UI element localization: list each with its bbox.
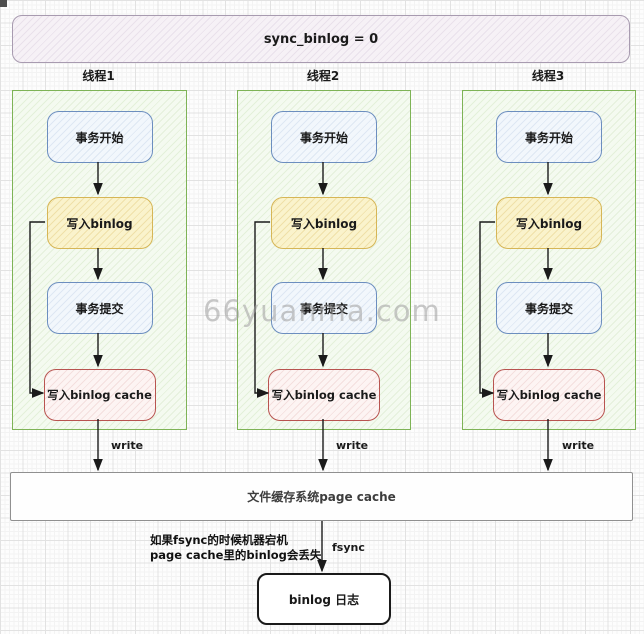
- thread3-container: 事务开始 写入binlog 事务提交 写入binlog cache: [462, 90, 636, 430]
- fsync-crash-note: 如果fsync的时候机器宕机 page cache里的binlog会丢失: [150, 533, 340, 563]
- fsync-crash-note-line1: 如果fsync的时候机器宕机: [150, 533, 288, 547]
- thread1-transaction-commit-node: 事务提交: [46, 282, 153, 334]
- thread3-write-binlog-node: 写入binlog: [496, 197, 602, 249]
- page-cache-bar: 文件缓存系统page cache: [10, 472, 633, 521]
- thread3-label: 线程3: [531, 68, 565, 83]
- sync-binlog-banner-label: sync_binlog = 0: [263, 31, 379, 47]
- thread1-write-binlog-node: 写入binlog: [46, 197, 153, 249]
- thread1-transaction-start-node: 事务开始: [46, 111, 153, 163]
- page-cache-bar-label: 文件缓存系统page cache: [247, 490, 396, 504]
- binlog-log-node: binlog 日志: [257, 573, 391, 625]
- thread2-write-binlog-cache-node: 写入binlog cache: [268, 369, 380, 421]
- thread3-write-label: write: [562, 439, 595, 452]
- thread1-label: 线程1: [82, 68, 115, 83]
- thread2-write-binlog-node: 写入binlog: [271, 197, 377, 249]
- fsync-crash-note-line2: page cache里的binlog会丢失: [150, 548, 322, 562]
- thread2-transaction-start-node: 事务开始: [271, 111, 377, 163]
- thread1-container: 事务开始 写入binlog 事务提交 写入binlog cache: [12, 90, 187, 430]
- thread3-write-binlog-cache-node: 写入binlog cache: [493, 369, 605, 421]
- thread2-label: 线程2: [306, 68, 340, 83]
- binlog-log-node-label: binlog 日志: [288, 592, 360, 607]
- thread3-transaction-commit-node: 事务提交: [496, 282, 602, 334]
- corner-artifact: [0, 0, 7, 7]
- thread3-transaction-start-node: 事务开始: [496, 111, 602, 163]
- thread2-write-label: write: [336, 439, 369, 452]
- thread2-transaction-commit-node: 事务提交: [271, 282, 377, 334]
- thread1-write-label: write: [111, 439, 144, 452]
- thread1-write-binlog-cache-node: 写入binlog cache: [43, 369, 156, 421]
- sync-binlog-banner: sync_binlog = 0: [12, 15, 630, 63]
- thread2-container: 事务开始 写入binlog 事务提交 写入binlog cache: [237, 90, 411, 430]
- fsync-label: fsync: [332, 541, 365, 554]
